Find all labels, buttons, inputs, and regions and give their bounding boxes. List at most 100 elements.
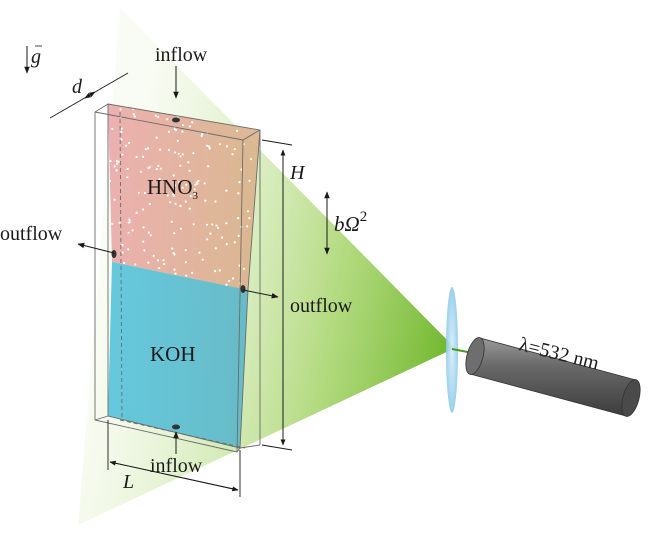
tracer-particle [188,169,191,172]
tracer-particle [179,227,182,230]
tracer-particle [115,159,118,162]
tracer-particle [159,148,162,151]
tracer-particle [127,231,130,234]
tracer-particle [147,231,150,234]
tracer-particle [209,232,212,235]
tracer-particle [134,263,137,266]
tracer-particle [181,130,184,133]
tracer-particle [154,114,157,117]
tracer-particle [167,130,171,133]
tracer-particle [225,243,228,246]
tracer-particle [191,121,194,124]
tracer-particle [115,162,119,165]
tracer-particle [185,274,188,277]
tracer-particle [148,166,151,169]
tracer-particle [246,225,249,228]
tracer-particle [214,200,217,203]
tracer-particle [195,181,198,184]
tracer-particle [193,192,196,195]
inflow-port-top [172,117,180,123]
lower-fluid-region [108,262,248,448]
tracer-particle [189,195,192,198]
inflow-port-bottom [172,424,180,430]
tracer-particle [120,127,123,130]
tracer-particle [193,188,196,191]
tracer-particle [174,202,177,205]
tracer-particle [227,279,231,283]
tracer-particle [117,160,120,163]
tracer-particle [177,152,180,155]
tracer-particle [174,184,177,187]
outflow-right-arrow [242,289,279,299]
tracer-particle [157,115,160,119]
tracer-particle [166,118,169,121]
dimension-l [107,420,241,497]
modulation-label: bΩ2 [334,209,367,236]
tracer-particle [233,148,236,151]
tracer-particle [143,249,146,252]
tracer-particle [179,155,182,158]
tracer-particle [214,247,217,250]
tracer-particle [158,178,161,181]
upper-fluid-region [108,104,260,290]
tracer-particle [108,179,112,183]
tracer-particle [246,210,250,213]
tracer-particle [147,261,150,264]
tracer-particle [181,186,184,189]
tracer-particle [197,179,200,183]
tracer-particle [126,167,129,171]
tracer-particle [121,153,124,156]
tracer-particle [238,181,241,184]
tracer-particle [156,259,160,262]
tracer-particle [142,226,145,229]
tracer-particle [131,229,134,232]
tracer-particle [200,134,203,137]
tracer-particle [111,127,114,131]
tracer-particle [142,208,145,211]
tracer-particle [166,194,169,197]
cell-frame [94,103,261,453]
tracer-particle [188,207,191,210]
tracer-particle [179,204,182,207]
tracer-particle [171,247,174,250]
tracer-particle [237,192,240,195]
tracer-particle [187,161,190,164]
tracer-particle [113,198,116,201]
tracer-particle [155,136,158,139]
tracer-particle [120,138,123,141]
tracer-particle [243,267,246,270]
tracer-particle [179,164,182,167]
tracer-particle [128,218,131,221]
tracer-particle [225,222,228,225]
tracer-particle [220,236,224,239]
tracer-particle [181,124,184,127]
tracer-particle [142,155,145,158]
outflow-left-label: outflow [0,223,63,245]
tracer-particle [173,232,176,235]
tracer-particle [143,191,147,195]
tracer-particle [218,143,221,146]
depth-label: d [72,76,83,98]
tracer-particle [118,221,121,224]
tracer-particle [127,248,130,251]
tracer-particle [123,261,126,265]
tracer-particle [115,169,118,172]
height-label: H [289,162,306,184]
tracer-particle [137,191,140,194]
tracer-particle [206,144,209,147]
tracer-particle [121,251,124,254]
tracer-particle [139,170,142,173]
inflow-top-label: inflow [155,44,208,66]
tracer-particle [216,226,220,229]
tracer-particle [157,164,160,167]
tracer-particle [158,267,161,270]
tracer-particle [208,145,211,148]
tracer-particle [109,159,112,163]
tracer-particle [133,115,136,118]
laser-source [465,337,641,417]
outflow-right-label: outflow [290,295,353,317]
tracer-particle [149,234,152,237]
tracer-particle [218,269,221,272]
tracer-particle [159,167,162,170]
